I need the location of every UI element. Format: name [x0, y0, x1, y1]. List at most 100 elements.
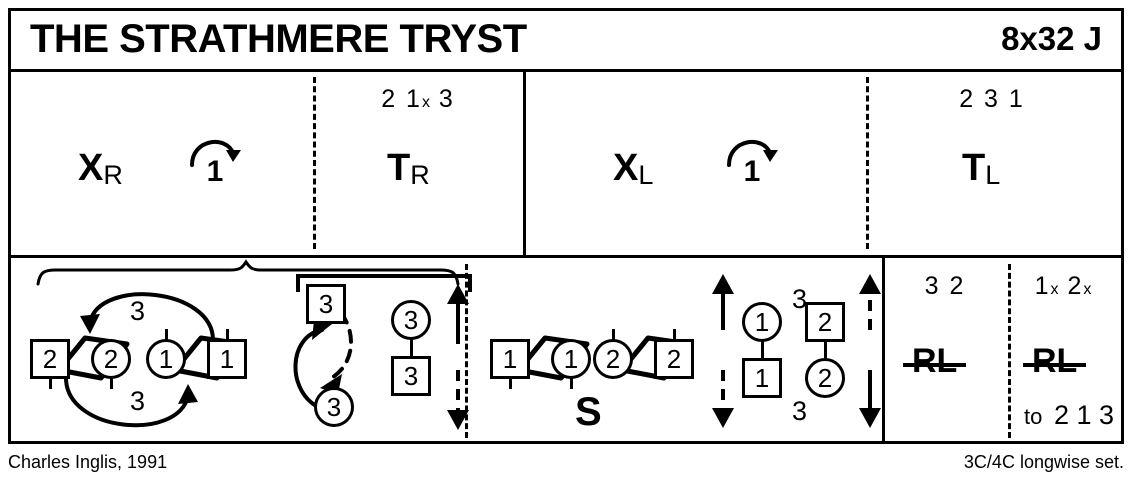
dancer-label: 3 — [403, 305, 419, 335]
row1-cell-cross-left: XL 1 — [523, 71, 866, 255]
row1-cell-cross-right: XR 1 — [8, 71, 313, 255]
dance-meta: 8x32 J — [1001, 20, 1102, 57]
title-bar: THE STRATHMERE TRYST 8x32 J — [8, 8, 1124, 72]
row1-dashed-divider-b — [866, 77, 869, 249]
row2-cell-rl-first: 3 2 RL — [882, 258, 1008, 444]
dancer-label: 2 — [666, 344, 682, 374]
dancer-label: 1 — [754, 307, 770, 337]
tick — [760, 341, 764, 352]
row1-solid-divider — [523, 71, 526, 255]
tick — [409, 346, 413, 357]
set-dancer-1-lady: 1 — [551, 339, 591, 389]
tick — [569, 378, 573, 389]
travel-dancer-2-lady: 2 — [805, 348, 845, 398]
dancer-label: 2 — [42, 344, 58, 374]
dancer-2-man: 2 — [30, 339, 70, 389]
travel-dancer-1-lady: 1 — [742, 302, 782, 352]
dancer-label: 1 — [754, 363, 770, 393]
tick — [823, 348, 827, 359]
tick — [109, 378, 113, 389]
row2-cell-thirds: 3 3 3 3 — [280, 258, 472, 444]
final-order-to: to — [1024, 404, 1043, 429]
dancer-label: 2 — [817, 363, 833, 393]
turn-right-symbol: TR — [387, 149, 430, 189]
cross-left-symbol: XL — [613, 149, 653, 189]
travel-dancer-2-man: 2 — [805, 302, 845, 352]
set-dancer-1-man: 1 — [490, 339, 530, 389]
row1-cell-turn-left: 2 3 1 TL — [866, 71, 1118, 255]
dancer-3-man-start: 3 — [306, 284, 346, 324]
turn-figure-2: 1 — [723, 131, 781, 187]
page-title: THE STRATHMERE TRYST — [30, 16, 527, 61]
dancer-3-lady-start: 3 — [314, 387, 354, 427]
turn-right-letter: T — [387, 147, 411, 189]
turn-figure-1: 1 — [186, 131, 244, 188]
pos-a: 2 — [381, 85, 398, 113]
rl-second-positions: 1x 2x — [1008, 272, 1118, 301]
turn-left-hand: L — [985, 160, 1001, 190]
set-description: 3C/4C longwise set. — [963, 452, 1124, 472]
cross-left-letter: X — [613, 147, 639, 189]
dancer-2-lady: 2 — [91, 339, 131, 389]
row2-dashed-divider-a — [465, 264, 468, 438]
pos-a: 1 — [1034, 272, 1051, 300]
dancer-1-man: 1 — [207, 329, 247, 379]
rotate-label-top: 3 — [130, 296, 146, 326]
pos-a-sub: x — [1050, 281, 1059, 298]
row2-dashed-divider-b — [1008, 264, 1011, 438]
cross-left-hand: L — [638, 160, 654, 190]
travel-label-top: 3 — [792, 284, 808, 314]
tick — [760, 348, 764, 359]
row2-cell-set: 1 1 2 2 S — [465, 258, 882, 444]
author-credit: Charles Inglis, 1991 — [8, 452, 168, 472]
tick — [409, 339, 413, 350]
footer: Charles Inglis, 1991 3C/4C longwise set. — [8, 452, 1124, 473]
travel-dancer-1-man: 1 — [742, 348, 782, 398]
rl-first-positions: 3 2 — [924, 272, 966, 300]
row1-cell-turn-right: 2 1x 3 TR — [313, 71, 523, 255]
pos-b-sub: x — [1083, 281, 1092, 298]
diagram-frame — [8, 8, 1124, 444]
tick — [823, 341, 827, 352]
dancer-label: 2 — [103, 344, 119, 374]
row2-cell-rl-second: 1x 2x RL to 2 1 3 — [1008, 258, 1118, 444]
final-order-positions: 2 1 3 — [1054, 400, 1115, 430]
turn-left-symbol: TL — [962, 149, 1000, 189]
dancer-label: 1 — [502, 344, 518, 374]
cross-right-letter: X — [78, 147, 104, 189]
tick — [672, 329, 676, 340]
set-dancer-2-man: 2 — [654, 329, 694, 379]
cross-right-symbol: XR — [78, 149, 123, 189]
pos-b: 2 — [1067, 272, 1084, 300]
set-dancer-2-lady: 2 — [593, 329, 633, 379]
turn-left-letter: T — [962, 147, 986, 189]
row1-dashed-divider-a — [313, 77, 316, 249]
turn-count-1: 1 — [206, 155, 224, 188]
dancer-label: 2 — [605, 344, 621, 374]
dancer-label: 1 — [563, 344, 579, 374]
tick — [164, 329, 168, 340]
dancer-3-man-end: 3 — [391, 346, 431, 396]
set-label: S — [575, 390, 602, 434]
rl-second-figure: RL — [1022, 342, 1087, 380]
tick — [48, 378, 52, 389]
pos-b-sub: x — [421, 94, 430, 111]
dancer-label: 1 — [158, 344, 174, 374]
pos-b: 1 — [406, 85, 422, 113]
dancer-1-lady: 1 — [146, 329, 186, 379]
rl-first-figure: RL — [902, 342, 967, 380]
dancer-3-lady-end: 3 — [391, 300, 431, 350]
dancer-label: 3 — [326, 392, 342, 422]
tick — [611, 329, 615, 340]
dancer-label: 3 — [318, 289, 334, 319]
rotate-label-bottom: 3 — [130, 386, 146, 416]
pos-c: 3 — [438, 85, 455, 113]
bar-row-1: XR 1 2 1x 3 TR XL — [8, 71, 1124, 258]
travel-arrows-left-icon — [712, 274, 734, 428]
row2-solid-divider — [882, 258, 885, 444]
turn-right-hand: R — [410, 160, 430, 190]
travel-label-bottom: 3 — [792, 396, 808, 426]
row1-cell2-positions: 2 1x 3 — [313, 85, 523, 114]
row1-cell4-positions: 2 3 1 — [959, 85, 1025, 113]
